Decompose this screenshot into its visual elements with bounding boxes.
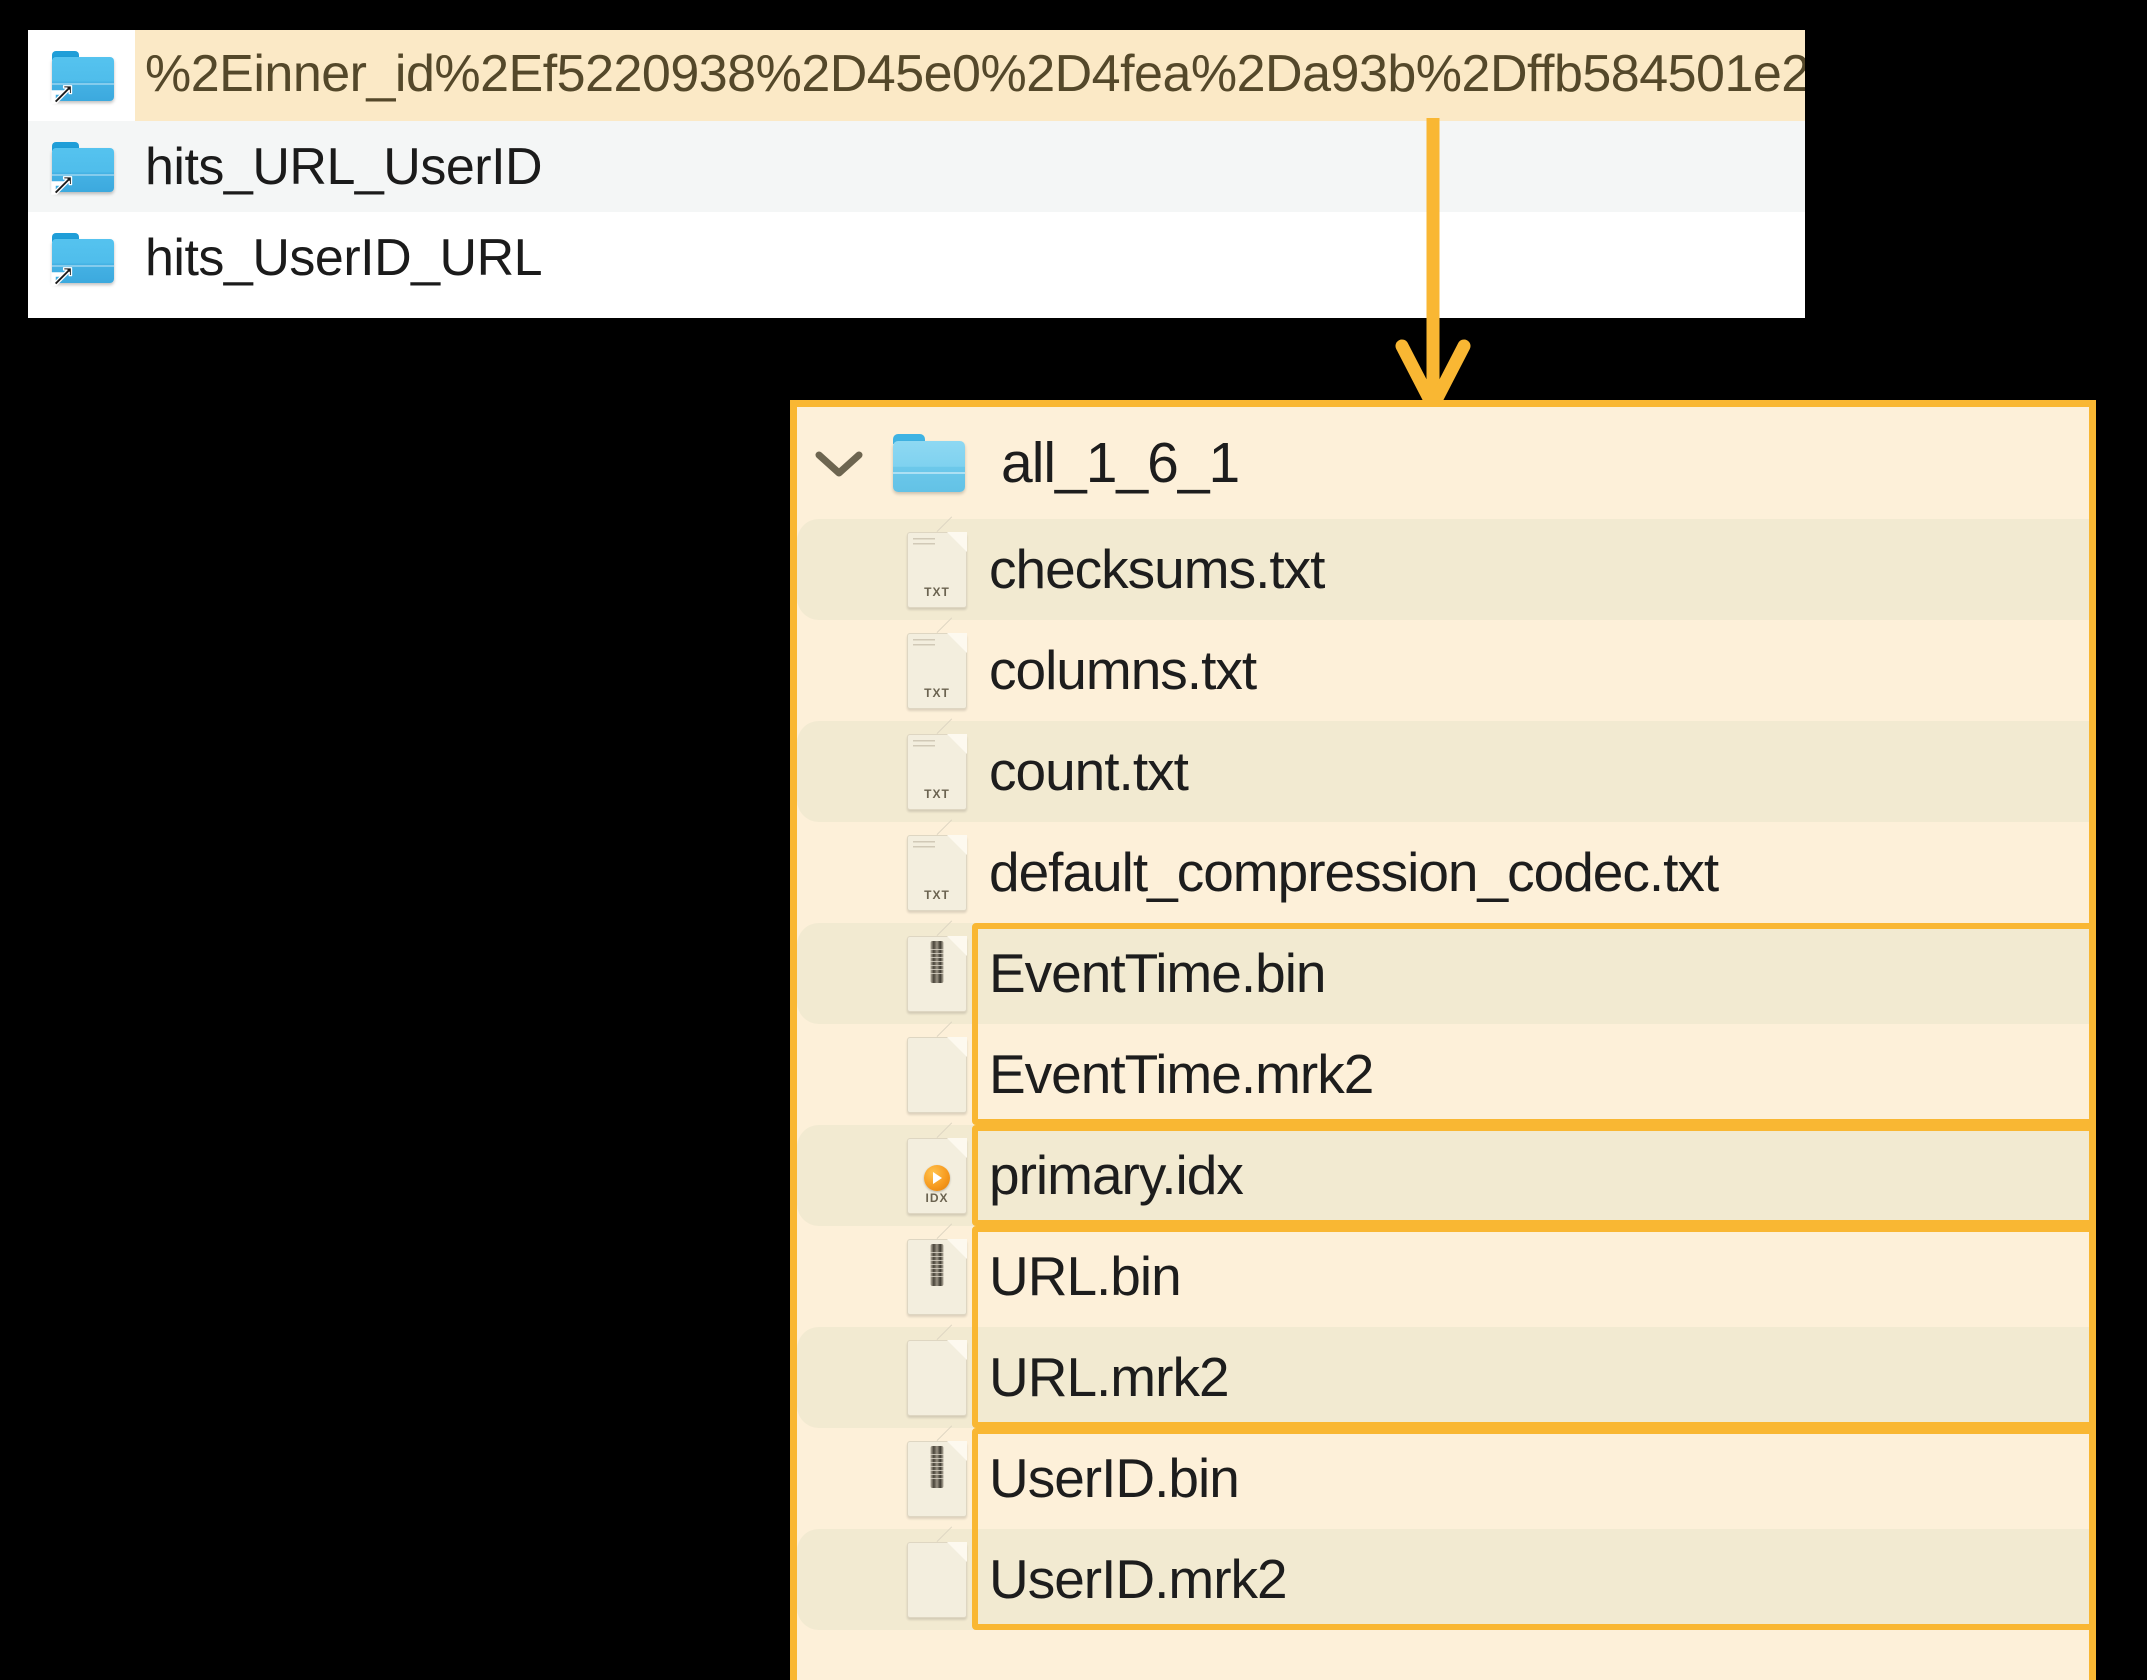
file-icon-cell [797, 1020, 983, 1113]
file-icon-cell [797, 1323, 983, 1416]
file-name-label: URL.bin [989, 1245, 1182, 1307]
symlink-row-label: hits_URL_UserID [145, 137, 543, 196]
symlink-row[interactable]: %2Einner_id%2Ef5220938%2D45e0%2D4fea%2Da… [28, 30, 1805, 122]
idx-file-icon: IDX [907, 1121, 967, 1214]
symlink-icon-cell [28, 141, 137, 195]
txt-file-icon: TXT [907, 717, 967, 810]
file-name-label: UserID.bin [989, 1447, 1240, 1509]
file-ext-label: TXT [924, 786, 950, 801]
folder-name-label: all_1_6_1 [1001, 431, 1240, 495]
txt-file-icon: TXT [907, 616, 967, 709]
alias-arrow-icon [50, 84, 72, 104]
file-name-label: UserID.mrk2 [989, 1548, 1288, 1610]
tree-file-row[interactable]: EventTime.mrk2 [797, 1020, 2089, 1125]
file-name-label: checksums.txt [989, 538, 1325, 600]
alias-arrow-icon [50, 175, 72, 195]
symlink-icon-cell [28, 50, 137, 104]
alias-arrow-icon [50, 266, 72, 286]
bin-file-icon [907, 1222, 967, 1315]
tree-file-row[interactable]: UserID.mrk2 [797, 1525, 2089, 1630]
tree-file-row[interactable]: URL.mrk2 [797, 1323, 2089, 1428]
symlink-row[interactable]: hits_URL_UserID [28, 121, 1805, 212]
tree-file-row[interactable]: UserID.bin [797, 1424, 2089, 1529]
folder-alias-icon [50, 50, 114, 104]
symlink-row-label: %2Einner_id%2Ef5220938%2D45e0%2D4fea%2Da… [135, 30, 1805, 122]
symlink-icon-cell [28, 232, 137, 286]
symlink-folder-list-panel: %2Einner_id%2Ef5220938%2D45e0%2D4fea%2Da… [28, 30, 1805, 318]
file-name-label: URL.mrk2 [989, 1346, 1230, 1408]
chevron-down-icon[interactable] [797, 447, 881, 479]
file-name-label: count.txt [989, 740, 1189, 802]
file-name-label: columns.txt [989, 639, 1257, 701]
file-name-label: EventTime.bin [989, 942, 1327, 1004]
file-icon-cell [797, 1222, 983, 1315]
file-ext-label: TXT [924, 887, 950, 902]
txt-file-icon: TXT [907, 818, 967, 911]
file-ext-label: TXT [924, 685, 950, 700]
tree-file-row[interactable]: TXT columns.txt [797, 616, 2089, 721]
txt-file-icon: TXT [907, 515, 967, 608]
bin-file-icon [907, 1424, 967, 1517]
folder-icon [881, 434, 977, 492]
blank-file-icon [907, 1525, 967, 1618]
file-icon-cell [797, 1424, 983, 1517]
bin-file-icon [907, 919, 967, 1012]
blank-file-icon [907, 1020, 967, 1113]
file-icon-cell: TXT [797, 515, 983, 608]
file-name-label: default_compression_codec.txt [989, 841, 1719, 903]
tree-file-row[interactable]: TXT checksums.txt [797, 515, 2089, 620]
file-icon-cell: IDX [797, 1121, 983, 1214]
symlink-row[interactable]: hits_UserID_URL [28, 212, 1805, 303]
tree-file-row[interactable]: TXT default_compression_codec.txt [797, 818, 2089, 923]
tree-file-row[interactable]: EventTime.bin [797, 919, 2089, 1024]
file-icon-cell [797, 1525, 983, 1618]
blank-file-icon [907, 1323, 967, 1416]
file-icon-cell: TXT [797, 818, 983, 911]
file-name-label: primary.idx [989, 1144, 1244, 1206]
file-icon-cell: TXT [797, 616, 983, 709]
file-ext-label: IDX [925, 1190, 949, 1205]
file-icon-cell: TXT [797, 717, 983, 810]
folder-alias-icon [50, 141, 114, 195]
file-ext-label: TXT [924, 584, 950, 599]
file-icon-cell [797, 919, 983, 1012]
symlink-row-label: hits_UserID_URL [145, 228, 543, 287]
tree-folder-row[interactable]: all_1_6_1 [797, 407, 2089, 519]
tree-file-row[interactable]: IDX primary.idx [797, 1121, 2089, 1226]
file-name-label: EventTime.mrk2 [989, 1043, 1374, 1105]
tree-file-row[interactable]: TXT count.txt [797, 717, 2089, 822]
tree-file-row[interactable]: URL.bin [797, 1222, 2089, 1327]
folder-alias-icon [50, 232, 114, 286]
